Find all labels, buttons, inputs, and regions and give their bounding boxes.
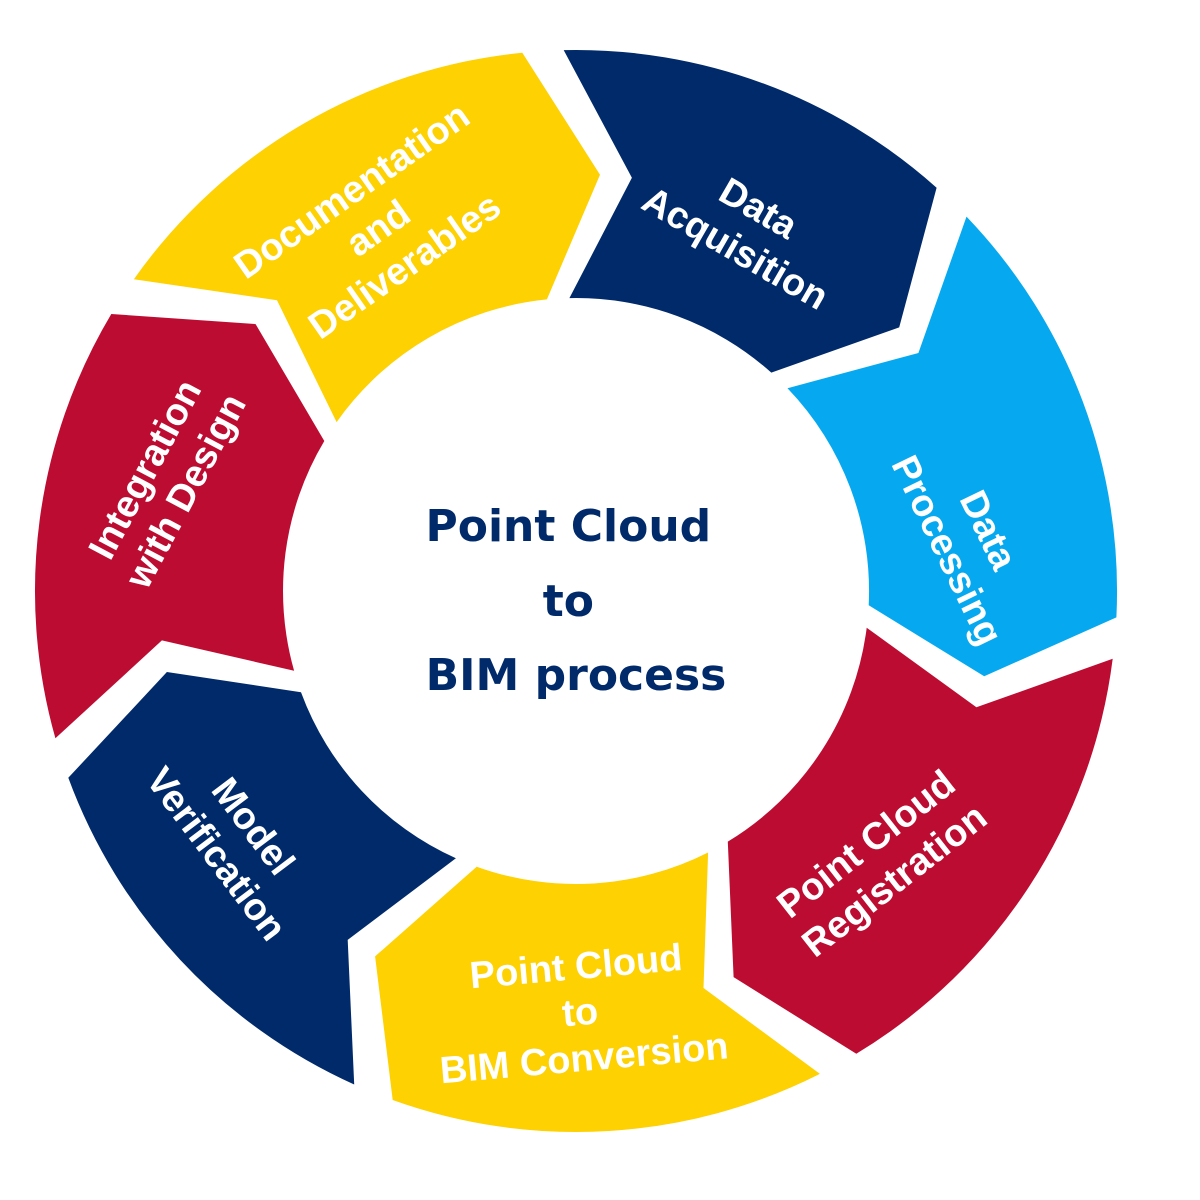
segment-data-acquisition — [563, 49, 937, 373]
segment-model-verification — [68, 672, 456, 1085]
center-hub: Point Cloud to BIM process — [426, 501, 727, 701]
center-title: Point Cloud to BIM process — [426, 501, 727, 701]
cycle-segments — [34, 49, 1118, 1132]
center-title-line-1: Point Cloud — [426, 501, 712, 552]
segment-point-cloud-registration — [727, 627, 1113, 1054]
segment-point-cloud-to-bim-conversion — [375, 852, 820, 1132]
center-title-line-2: to — [543, 576, 594, 627]
segment-documentation-and-deliverables — [133, 52, 600, 423]
center-title-line-3: BIM process — [426, 650, 727, 701]
segment-data-processing — [787, 216, 1118, 677]
segment-label-line: to — [560, 991, 599, 1036]
segment-integration-with-design — [34, 314, 325, 739]
